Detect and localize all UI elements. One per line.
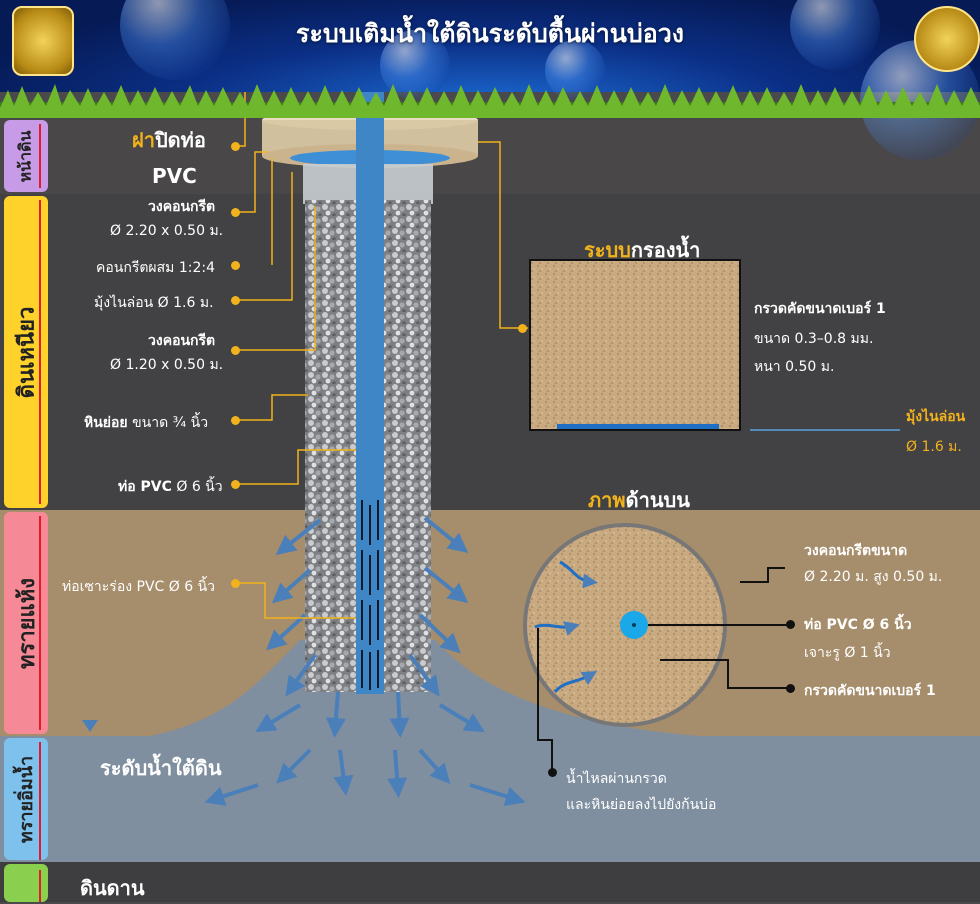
bedrock-layer: [0, 862, 980, 902]
top-view-title-rest: ด้านบน: [625, 488, 690, 512]
surface-soil-layer: [0, 110, 980, 194]
cap-pvc-label: PVC: [152, 164, 197, 188]
filter-sand-box: [529, 259, 741, 431]
cap-label-highlight: ฝา: [132, 128, 155, 152]
ring1-size: Ø 2.20 x 0.50 ม.: [110, 223, 224, 239]
pvc-pipe-size: Ø 6 นิ้ว: [176, 479, 223, 495]
cap-label-rest: ปิดท่อ: [154, 128, 206, 152]
left-seal-icon: [12, 6, 74, 76]
layer-arrows: [39, 124, 41, 902]
slotted-pipe-size: Ø 6 นิ้ว: [168, 579, 216, 595]
filter-title-highlight: ระบบ: [584, 238, 631, 262]
filter-net-name: มุ้งไนล่อน: [906, 409, 966, 425]
groundwater-mound: [0, 640, 980, 862]
top-view-title: ภาพด้านบน: [588, 484, 690, 516]
top-gravel-name: กรวดคัดขนาดเบอร์ 1: [804, 683, 936, 699]
gravel-name: หินย่อย: [84, 415, 128, 431]
pvc-pipe: [356, 64, 384, 694]
flow-line1: น้ำไหลผ่านกรวด: [566, 771, 667, 787]
gravel-size: ขนาด ¾ นิ้ว: [132, 415, 209, 431]
nylon-net-label: มุ้งไนล่อน Ø 1.6 ม.: [94, 295, 214, 311]
filter-gravel-size: ขนาด 0.3–0.8 มม.: [754, 331, 874, 347]
filter-net-size: Ø 1.6 ม.: [906, 439, 962, 455]
pvc-pipe-name: ท่อ PVC: [118, 479, 172, 495]
ring2-name: วงคอนกรีต: [148, 333, 216, 349]
filter-gravel-name: กรวดคัดขนาดเบอร์ 1: [754, 301, 886, 317]
slotted-pipe-name: ท่อเซาะร่อง PVC: [62, 579, 165, 595]
gravel-label: หินย่อย ขนาด ¾ นิ้ว: [84, 412, 208, 434]
cap-label: ฝาปิดท่อ: [132, 124, 206, 156]
filter-title: ระบบกรองน้ำ: [584, 234, 700, 266]
concrete-mix-label: คอนกรีตผสม 1:2:4: [96, 260, 216, 276]
top-pipe-name: ท่อ PVC Ø 6 นิ้ว: [804, 617, 912, 633]
bedrock-label: ดินดาน: [80, 876, 145, 900]
top-view-title-highlight: ภาพ: [588, 488, 626, 512]
clay-layer: [0, 194, 980, 510]
slotted-pipe-label: ท่อเซาะร่อง PVC Ø 6 นิ้ว: [62, 576, 215, 598]
pvc-pipe-label: ท่อ PVC Ø 6 นิ้ว: [118, 476, 223, 498]
ring2-size: Ø 1.20 x 0.50 ม.: [110, 357, 224, 373]
top-pipe-hole: เจาะรู Ø 1 นิ้ว: [804, 645, 891, 661]
filter-title-rest: กรองน้ำ: [630, 238, 701, 262]
top-ring-name: วงคอนกรีตขนาด: [804, 543, 908, 559]
ring1-name: วงคอนกรีต: [148, 199, 216, 215]
header-banner: ระบบเติมน้ำใต้ดินระดับตื้นผ่านบ่อวง: [0, 0, 980, 160]
top-ring-size: Ø 2.20 ม. สูง 0.50 ม.: [804, 569, 943, 585]
flow-line2: และหินย่อยลงไปยังก้นบ่อ: [566, 797, 717, 813]
groundwater-level-label: ระดับน้ำใต้ดิน: [100, 756, 222, 780]
water-table-marker: [82, 720, 98, 732]
page-title: ระบบเติมน้ำใต้ดินระดับตื้นผ่านบ่อวง: [296, 19, 684, 48]
right-seal-icon: [914, 6, 980, 72]
filter-gravel-thickness: หนา 0.50 ม.: [754, 359, 835, 375]
grass-strip: [0, 84, 980, 118]
